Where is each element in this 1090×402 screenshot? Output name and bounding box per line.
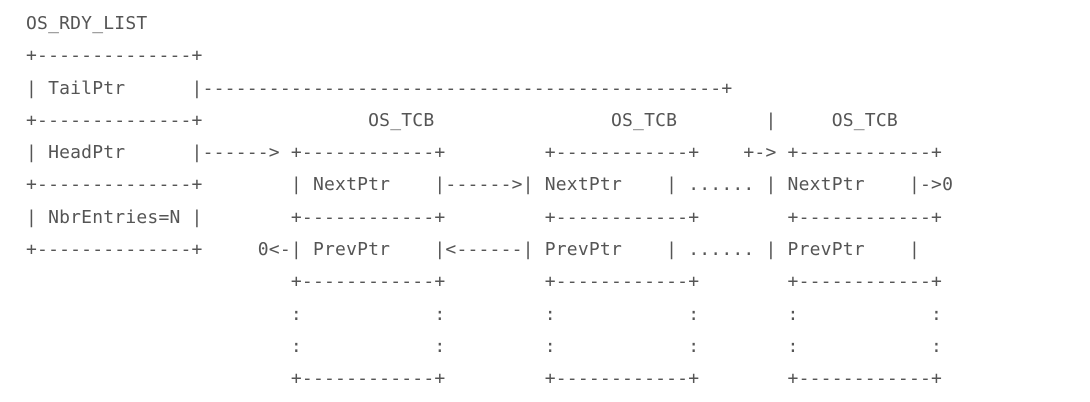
ready-list-border-top: +--------------+ — [26, 45, 203, 67]
tcb-ellipsis-row-2: : : : : : : — [26, 335, 943, 357]
nbrentries-row: | NbrEntries=N | +------------+ +-------… — [26, 206, 943, 228]
nextptr-row: +--------------+ | NextPtr |------>| Nex… — [26, 174, 954, 196]
tcb-titles-row: +--------------+ OS_TCB OS_TCB | OS_TCB — [26, 109, 898, 131]
tcb-bottom-row: +------------+ +------------+ +---------… — [26, 368, 943, 390]
tcb-ellipsis-row-1: : : : : : : — [26, 303, 943, 325]
prevptr-row: +--------------+ 0<-| PrevPtr |<------| … — [26, 239, 920, 261]
ready-list-title: OS_RDY_LIST — [26, 13, 148, 34]
tailptr-row: | TailPtr |-----------------------------… — [26, 77, 733, 99]
headptr-row: | HeadPtr |------> +------------+ +-----… — [26, 142, 943, 164]
tcb-divider-row: +------------+ +------------+ +---------… — [26, 271, 943, 293]
ready-list-diagram: OS_RDY_LIST +--------------+ | TailPtr |… — [26, 8, 953, 396]
